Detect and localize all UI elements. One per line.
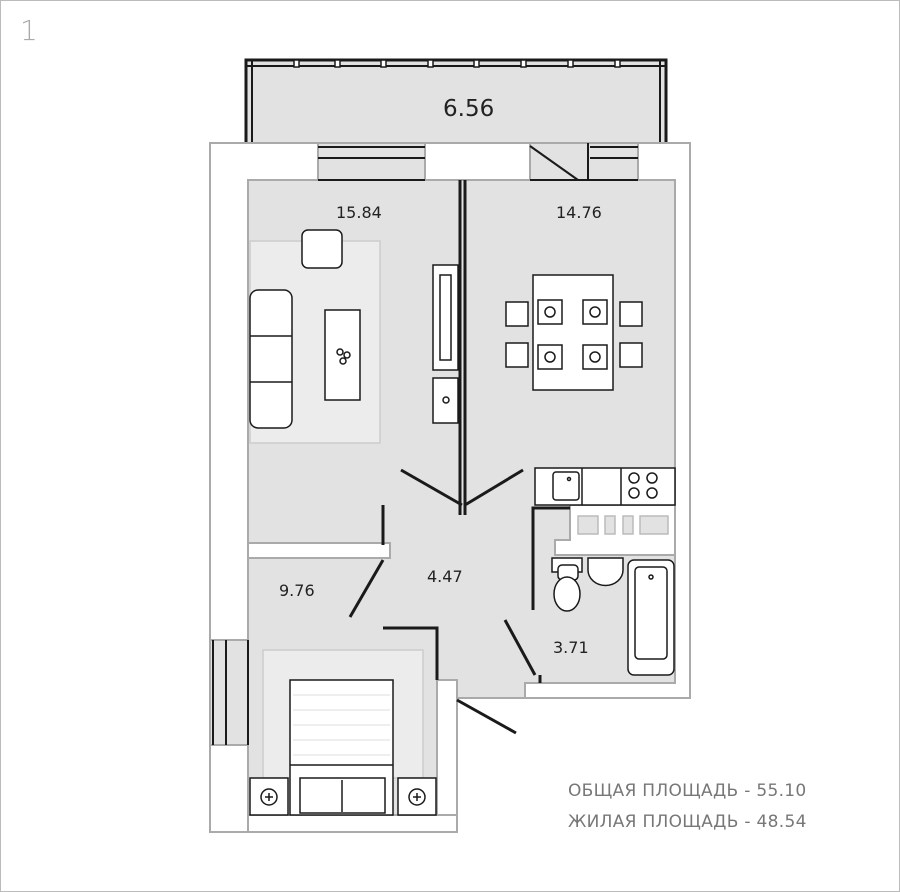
area-summary: ОБЩАЯ ПЛОЩАДЬ - 55.10 ЖИЛАЯ ПЛОЩАДЬ - 48… [568, 776, 807, 838]
total-area: ОБЩАЯ ПЛОЩАДЬ - 55.10 [568, 781, 807, 801]
kitchen-area-label: 14.76 [556, 203, 602, 222]
partitions [381, 180, 570, 683]
door-swings [348, 468, 537, 735]
bathroom-fixtures [551, 557, 675, 676]
bedroom-area-label: 9.76 [279, 581, 315, 600]
balcony-area-label: 6.56 [443, 96, 495, 122]
bedroom-furniture [249, 649, 437, 816]
windows [212, 143, 638, 745]
living-area: ЖИЛАЯ ПЛОЩАДЬ - 48.54 [568, 812, 807, 832]
living-room-area-label: 15.84 [336, 203, 382, 222]
plan-number: 1 [20, 14, 38, 47]
kitchen-furniture [505, 274, 676, 535]
hallway-area-label: 4.47 [427, 567, 463, 586]
bathroom-area-label: 3.71 [553, 638, 589, 657]
living-furniture [249, 229, 459, 444]
